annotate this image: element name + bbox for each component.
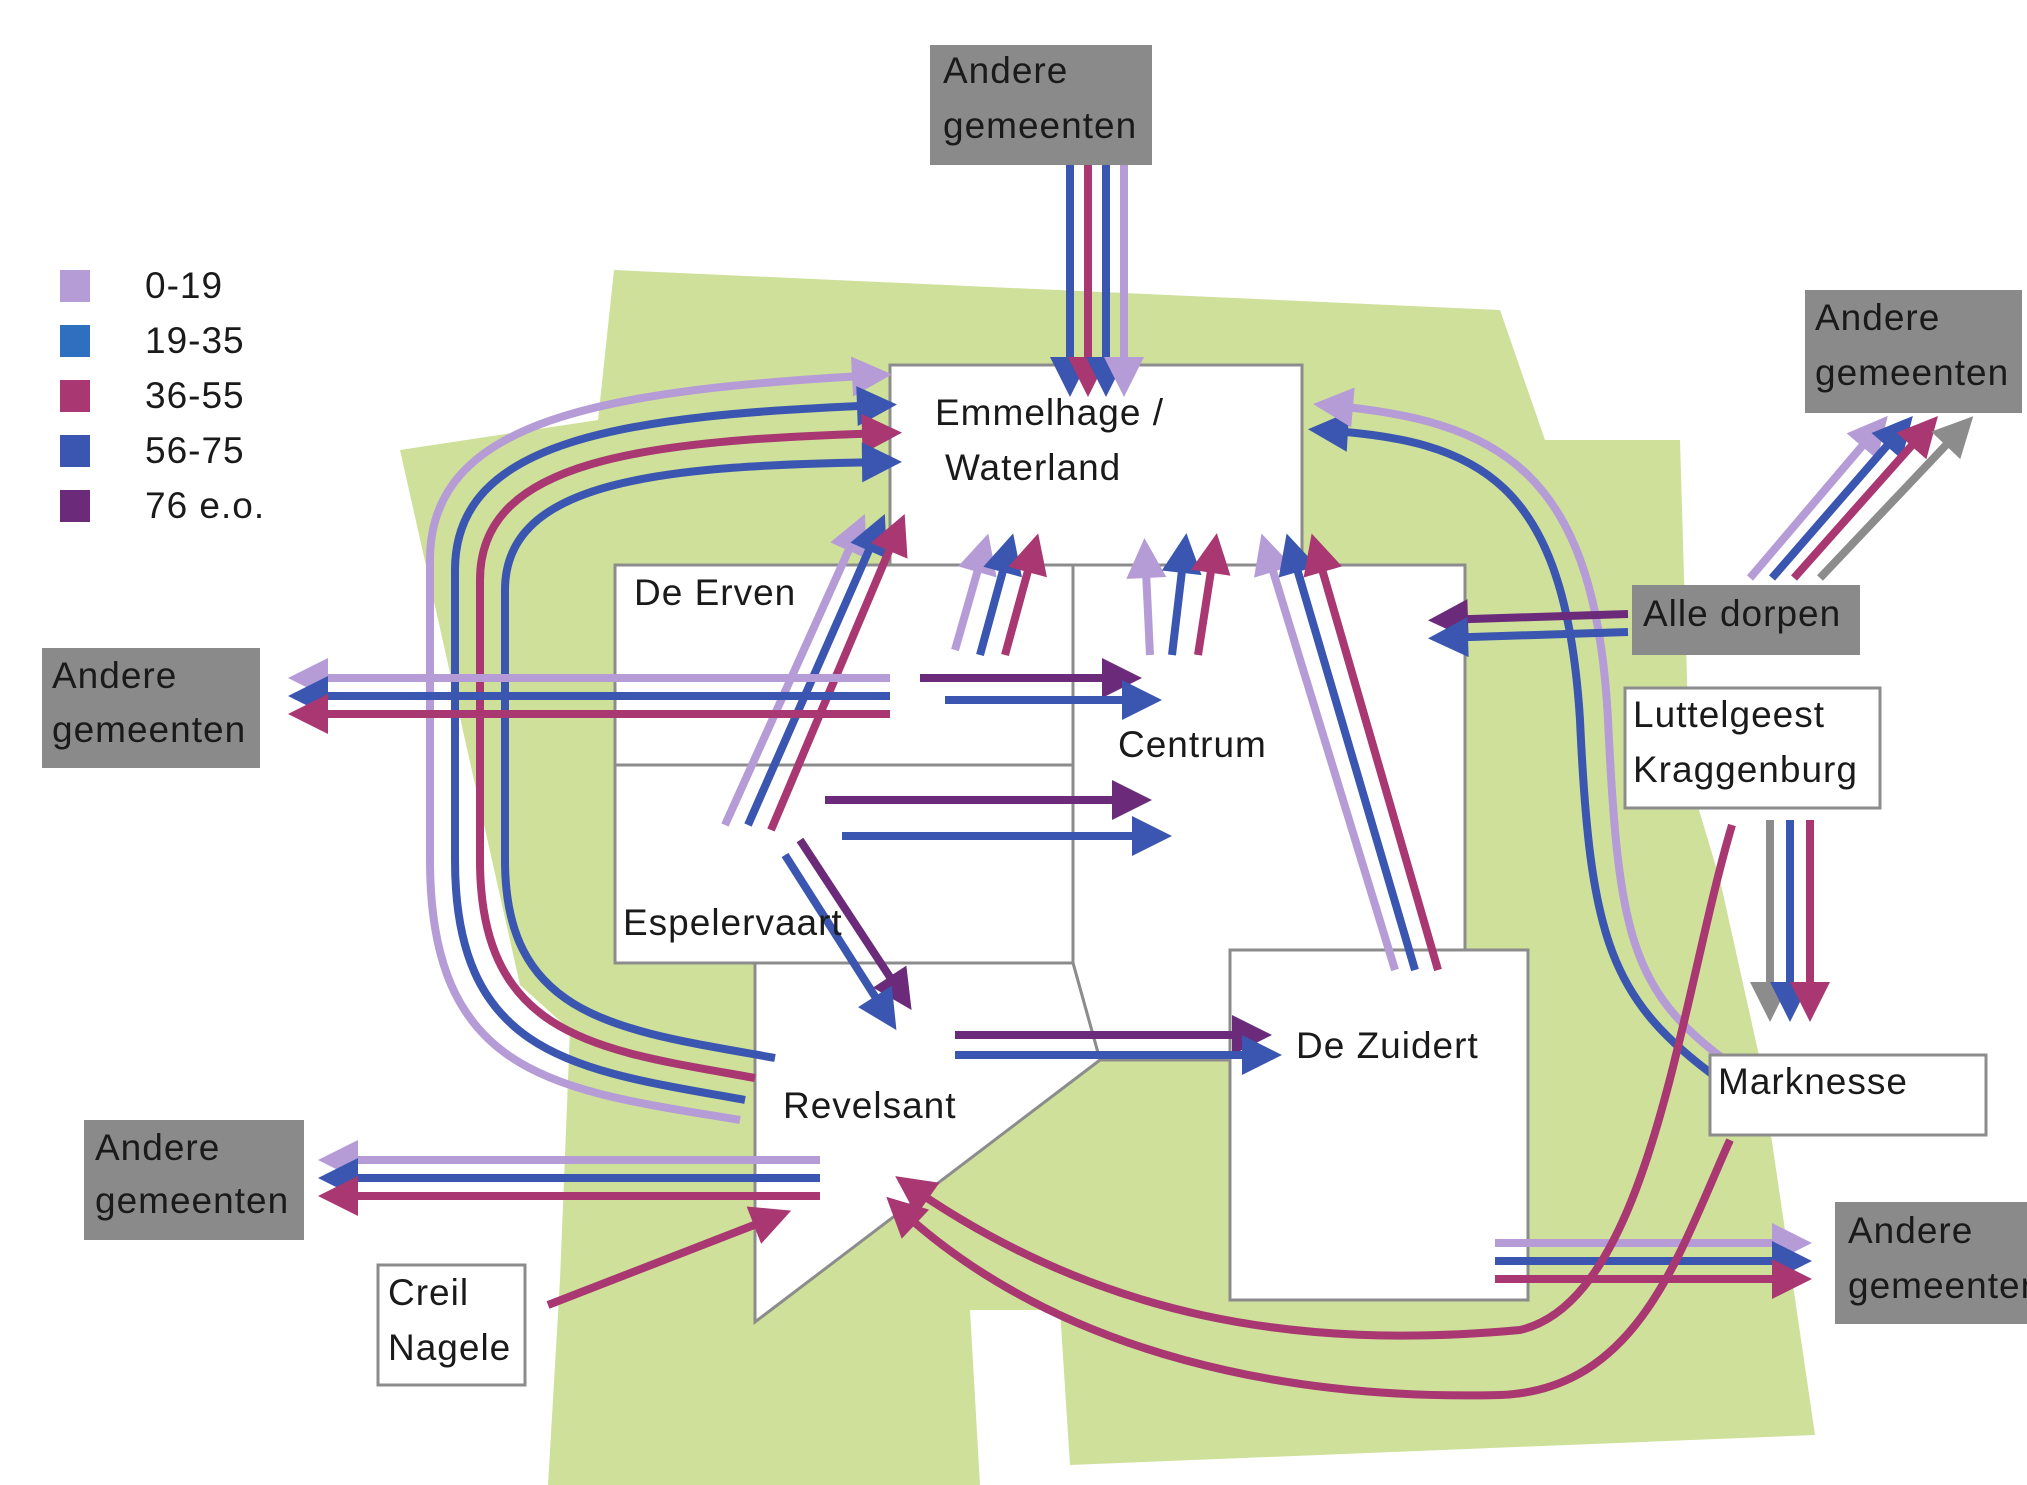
flow-dorpen-in-2 xyxy=(1428,617,1629,658)
flow-dorpen-out-1 xyxy=(1746,415,1888,581)
external-left-label-2: gemeenten xyxy=(52,709,246,750)
external-top-label-1: Andere xyxy=(943,50,1068,91)
flow-dorpen-out-4 xyxy=(1817,416,1974,581)
flow-dorpen-in-1 xyxy=(1428,599,1629,640)
flow-mark-emm-1 xyxy=(1308,411,1723,1084)
legend: 0-19 19-35 36-55 56-75 76 e.o. xyxy=(60,265,265,526)
revelsant-label: Revelsant xyxy=(783,1085,957,1126)
legend-swatch-3 xyxy=(60,435,90,467)
flow-loop-left-2 xyxy=(451,386,897,1104)
flow-creil-rev xyxy=(546,1206,792,1309)
alle-dorpen-box xyxy=(1632,585,1860,655)
legend-label-2: 36-55 xyxy=(145,375,245,416)
external-top-right-label-2: gemeenten xyxy=(1815,352,2009,393)
legend-label-3: 56-75 xyxy=(145,430,245,471)
luttelgeest-label-2: Kraggenburg xyxy=(1633,749,1858,790)
flow-esp-rev-2 xyxy=(781,852,897,1031)
legend-label-4: 76 e.o. xyxy=(145,485,265,526)
alle-dorpen-label: Alle dorpen xyxy=(1643,593,1841,634)
flow-erven-emm-3 xyxy=(1001,533,1047,657)
flow-dorpen-out-3 xyxy=(1791,416,1938,581)
flows xyxy=(288,165,1974,1400)
flow-lutt-rev xyxy=(895,823,1736,1340)
flow-mark-emm-2 xyxy=(1313,387,1728,1064)
external-top-box xyxy=(930,45,1152,165)
external-bottom-left-label-1: Andere xyxy=(95,1127,220,1168)
external-bottom-left-box xyxy=(84,1120,304,1240)
flow-loop-left-4 xyxy=(501,442,902,1062)
legend-swatch-4 xyxy=(60,490,90,522)
legend-swatch-2 xyxy=(60,380,90,412)
luttelgeest-label-1: Luttelgeest xyxy=(1633,694,1825,735)
village-boxes: Luttelgeest Kraggenburg Creil Nagele Mar… xyxy=(376,686,1988,1387)
external-top-label-2: gemeenten xyxy=(943,105,1137,146)
legend-label-0: 0-19 xyxy=(145,265,223,306)
external-right-label-2: gemeenten xyxy=(1848,1265,2027,1306)
legend-swatch-0 xyxy=(60,270,90,302)
external-bottom-left-label-2: gemeenten xyxy=(95,1180,289,1221)
emmelhage-label-1: Emmelhage / xyxy=(935,392,1164,433)
creil-box xyxy=(376,1263,527,1387)
espelervaart-label: Espelervaart xyxy=(623,902,843,943)
luttelgeest-box xyxy=(1623,686,1882,810)
legend-label-1: 19-35 xyxy=(145,320,245,361)
emmelhage-label-2: Waterland xyxy=(945,447,1121,488)
flow-zuid-emm-1 xyxy=(1254,533,1399,972)
district-de-zuidert xyxy=(1228,948,1530,1302)
centrum-label: Centrum xyxy=(1118,724,1267,765)
marknesse-label: Marknesse xyxy=(1718,1061,1908,1102)
external-boxes: Andere gemeenten Andere gemeenten Andere… xyxy=(42,45,2027,1324)
creil-label-1: Creil xyxy=(388,1272,469,1313)
marknesse-box xyxy=(1708,1053,1988,1137)
flow-loop-left-1 xyxy=(426,356,892,1124)
external-right-box xyxy=(1835,1202,2027,1324)
flow-esp-rev-1 xyxy=(796,837,912,1011)
flow-zuid-emm-2 xyxy=(1278,533,1419,972)
de-erven-label: De Erven xyxy=(634,572,796,613)
flow-centrum-emm-2 xyxy=(1161,533,1202,656)
external-top-right-label-1: Andere xyxy=(1815,297,1940,338)
district-emmelhage xyxy=(888,363,1304,567)
creil-label-2: Nagele xyxy=(388,1327,511,1368)
flow-centrum-emm-3 xyxy=(1190,533,1231,656)
legend-swatch-1 xyxy=(60,325,90,357)
flow-zuid-emm-3 xyxy=(1303,533,1442,972)
district-labels: Emmelhage / Waterland De Erven Centrum E… xyxy=(623,392,1479,1126)
flow-erven-emm-2 xyxy=(976,533,1022,657)
de-zuidert-label: De Zuidert xyxy=(1296,1025,1479,1066)
flow-dorpen-out-2 xyxy=(1768,415,1913,581)
flow-mark-rev xyxy=(886,1138,1734,1400)
external-right-label-1: Andere xyxy=(1848,1210,1973,1251)
flow-loop-left-3 xyxy=(476,413,902,1082)
external-left-box xyxy=(42,648,260,768)
flow-centrum-emm-1 xyxy=(1126,538,1167,656)
external-top-right-box xyxy=(1805,290,2022,413)
flow-erven-emm-1 xyxy=(951,533,997,652)
external-left-label-1: Andere xyxy=(52,655,177,696)
